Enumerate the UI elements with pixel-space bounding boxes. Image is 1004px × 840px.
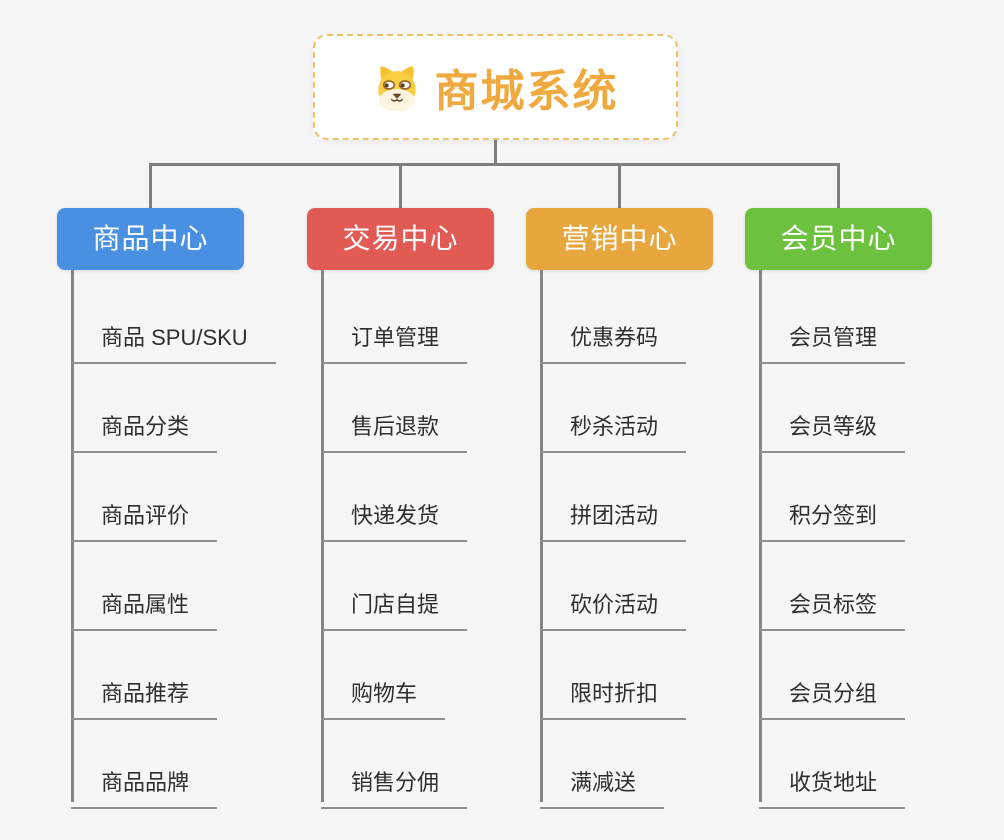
connector-drop-trade [399,166,402,208]
branch-column-marketing: 营销中心 优惠券码 秒杀活动 拼团活动 砍价活动 限时折扣 满减送 [526,208,766,818]
leaf-node[interactable]: 积分签到 [759,498,906,542]
connector-root-stub [494,140,497,164]
connector-drop-product [149,166,152,208]
connector-drop-marketing [618,166,621,208]
leaf-node[interactable]: 商品评价 [71,498,218,542]
branch-node-product-center[interactable]: 商品中心 [57,208,244,270]
leaf-node[interactable]: 购物车 [321,676,446,720]
leaf-node[interactable]: 售后退款 [321,409,468,453]
leaf-node[interactable]: 收货地址 [759,765,906,809]
branch-trunk-line [540,270,543,802]
leaf-node[interactable]: 砍价活动 [540,587,687,631]
leaf-node[interactable]: 优惠券码 [540,320,687,364]
branch-node-member-center[interactable]: 会员中心 [745,208,932,270]
leaf-node[interactable]: 快递发货 [321,498,468,542]
leaf-node[interactable]: 商品分类 [71,409,218,453]
branch-trunk-line [759,270,762,802]
branch-column-member: 会员中心 会员管理 会员等级 积分签到 会员标签 会员分组 收货地址 [745,208,985,818]
root-node[interactable]: 商城系统 [313,34,678,140]
dog-face-icon [377,66,416,111]
branch-column-product: 商品中心 商品 SPU/SKU 商品分类 商品评价 商品属性 商品推荐 商品品牌 [57,208,297,818]
leaf-node[interactable]: 限时折扣 [540,676,687,720]
connector-drop-member [837,166,840,208]
leaf-node[interactable]: 会员管理 [759,320,906,364]
leaf-node[interactable]: 会员等级 [759,409,906,453]
root-title: 商城系统 [434,67,619,116]
leaf-node[interactable]: 商品推荐 [71,676,218,720]
leaf-node[interactable]: 会员标签 [759,587,906,631]
leaf-node[interactable]: 商品品牌 [71,765,218,809]
branch-trunk-line [321,270,324,802]
leaf-node[interactable]: 满减送 [540,765,665,809]
leaf-node[interactable]: 拼团活动 [540,498,687,542]
leaf-node[interactable]: 秒杀活动 [540,409,687,453]
branch-trunk-line [71,270,74,802]
leaf-node[interactable]: 销售分佣 [321,765,468,809]
connector-horizontal-line [149,163,840,166]
leaf-node[interactable]: 商品属性 [71,587,218,631]
branch-node-marketing-center[interactable]: 营销中心 [526,208,713,270]
branch-node-trade-center[interactable]: 交易中心 [307,208,494,270]
leaf-node[interactable]: 会员分组 [759,676,906,720]
leaf-node[interactable]: 订单管理 [321,320,468,364]
leaf-node[interactable]: 门店自提 [321,587,468,631]
branch-column-trade: 交易中心 订单管理 售后退款 快递发货 门店自提 购物车 销售分佣 [307,208,547,818]
leaf-node[interactable]: 商品 SPU/SKU [71,320,276,364]
